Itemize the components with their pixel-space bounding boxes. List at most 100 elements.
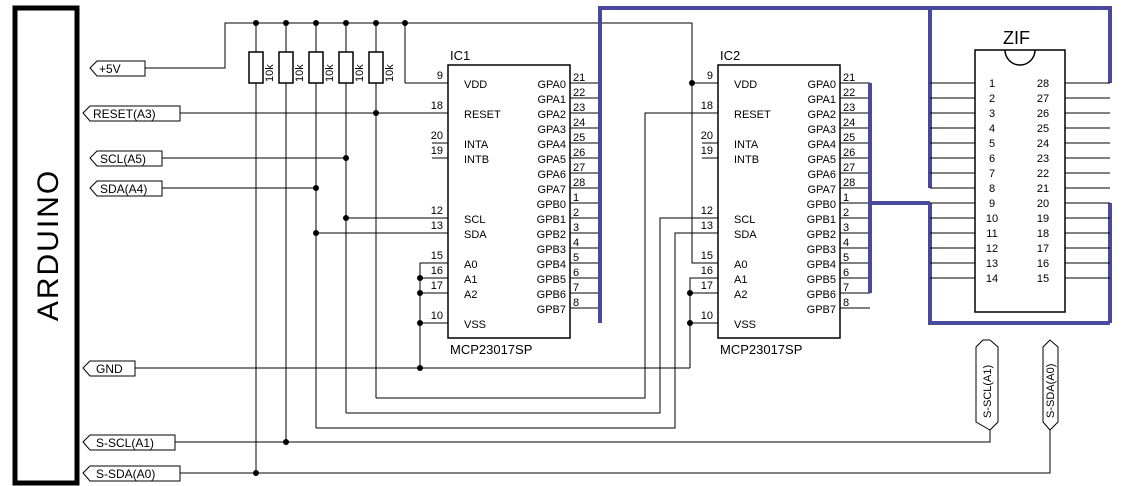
ic2-pin-number: 6 — [843, 267, 849, 279]
svg-text:VSS: VSS — [734, 319, 756, 331]
zif-right-pin-number: 25 — [1037, 123, 1049, 135]
ic2-pin-name: GPA6 — [807, 169, 836, 181]
ic2-part: MCP23017SP — [720, 342, 802, 357]
svg-text:SCL: SCL — [734, 214, 755, 226]
resistor-r1-value: 10k — [264, 64, 276, 82]
zif-left-pin-number: 11 — [986, 228, 997, 240]
ic1-pin-name: GPA2 — [537, 109, 566, 121]
zif-left-pin-number: 8 — [989, 183, 995, 195]
ic1-pin-number: 26 — [573, 147, 585, 159]
port-gnd-label: GND — [96, 362, 123, 376]
zif-right-pin-number: 15 — [1037, 273, 1049, 285]
ic1-pin-number: 3 — [573, 222, 579, 234]
zif-body — [974, 49, 1066, 313]
zif-left-pin-number: 12 — [986, 243, 998, 255]
port-reset: RESET(A3) — [82, 105, 181, 122]
ic2-pin-number: 25 — [843, 132, 855, 144]
svg-text:A0: A0 — [464, 259, 477, 271]
ic2-pin-name: GPB3 — [807, 244, 836, 256]
svg-text:17: 17 — [701, 280, 713, 292]
ic2-pin-name: GPA4 — [807, 139, 836, 151]
zif-notch — [1004, 49, 1036, 66]
svg-text:SCL: SCL — [464, 214, 485, 226]
svg-text:16: 16 — [701, 265, 713, 277]
zif-left-pin-number: 2 — [989, 93, 995, 105]
zif-right-pin-number: 19 — [1037, 213, 1049, 225]
svg-text:10: 10 — [431, 310, 443, 322]
ic1-pin-number: 27 — [573, 162, 585, 174]
ic1-pin-number: 2 — [573, 207, 579, 219]
ic1-pin-name: GPB2 — [537, 229, 566, 241]
ic2-pin-number: 21 — [843, 72, 855, 84]
ic1-pin-name: GPB4 — [537, 259, 566, 271]
ic2: IC2 MCP23017SP 9 VDD 18 RESET 20 INTA 19… — [701, 48, 870, 357]
svg-text:SDA: SDA — [464, 229, 487, 241]
resistor-r2 — [278, 51, 294, 84]
port-sda-label: SDA(A4) — [100, 182, 147, 196]
svg-text:INTA: INTA — [734, 139, 759, 151]
ic2-left-pins: 9 VDD 18 RESET 20 INTA 19 INTB 12 SCL 13… — [701, 70, 771, 331]
port-sscl-label: S-SCL(A1) — [96, 436, 154, 450]
zif-title: ZIF — [1003, 28, 1030, 48]
ic1-pin-number: 28 — [573, 177, 585, 189]
ic2-pin-name: GPA5 — [807, 154, 836, 166]
ic2-pin-number: 2 — [843, 207, 849, 219]
svg-text:20: 20 — [431, 130, 443, 142]
ic2-pin-number: 5 — [843, 252, 849, 264]
ic1-pin-name: GPA7 — [537, 184, 566, 196]
wires — [135, 22, 1051, 474]
ic1-pin-name: GPA5 — [537, 154, 566, 166]
port-scl: SCL(A5) — [89, 150, 163, 167]
ic2-pin-number: 8 — [843, 297, 849, 309]
ic1-body — [447, 64, 571, 339]
resistor-r5-value: 10k — [384, 64, 396, 82]
svg-text:VDD: VDD — [734, 79, 757, 91]
ic2-pin-number: 27 — [843, 162, 855, 174]
port-scl-label: SCL(A5) — [100, 152, 146, 166]
zif-left-pin-number: 5 — [989, 138, 995, 150]
ic2-pin-number: 7 — [843, 282, 849, 294]
ic2-pin-name: GPA1 — [807, 94, 836, 106]
ic1-pin-number: 1 — [573, 192, 579, 204]
svg-text:INTB: INTB — [734, 154, 759, 166]
svg-text:15: 15 — [701, 250, 713, 262]
ic1-ref: IC1 — [450, 48, 470, 63]
ic2-pin-name: GPA3 — [807, 124, 836, 136]
zif-right-pin-number: 24 — [1037, 138, 1049, 150]
ic1-pin-name: GPA6 — [537, 169, 566, 181]
port-5v-label: +5V — [99, 62, 121, 76]
ic1-left-pins: 9 VDD 18 RESET 20 INTA 19 INTB 12 SCL 13… — [431, 70, 501, 331]
zif-right-pin-number: 20 — [1037, 198, 1049, 210]
svg-text:9: 9 — [707, 70, 713, 82]
svg-text:SDA: SDA — [734, 229, 757, 241]
ic1-pin-number: 4 — [573, 237, 579, 249]
zif-right-pin-number: 18 — [1037, 228, 1049, 240]
ic1: IC1 MCP23017SP 9 VDD 18 RESET 20 INTA 19… — [431, 48, 600, 357]
ic2-pin-number: 4 — [843, 237, 849, 249]
ic1-part: MCP23017SP — [450, 342, 532, 357]
ic1-pin-name: GPA0 — [537, 79, 566, 91]
zif-right-pin-number: 16 — [1037, 258, 1049, 270]
ic1-pin-number: 6 — [573, 267, 579, 279]
ic1-pin-number: 8 — [573, 297, 579, 309]
ic2-pin-name: GPB4 — [807, 259, 836, 271]
resistor-r3-value: 10k — [324, 64, 336, 82]
ic2-pin-name: GPB6 — [807, 289, 836, 301]
svg-text:19: 19 — [431, 145, 443, 157]
svg-text:INTA: INTA — [464, 139, 489, 151]
ic1-pin-name: GPA4 — [537, 139, 566, 151]
svg-text:18: 18 — [701, 100, 713, 112]
ic2-pin-name: GPB5 — [807, 274, 836, 286]
port-ssda-label: S-SDA(A0) — [96, 467, 155, 481]
arduino-label: ARDUINO — [32, 169, 65, 321]
ic1-pin-name: GPB3 — [537, 244, 566, 256]
port-sscl-vertical-label: S-SCL(A1) — [982, 365, 994, 418]
zif-left-pin-number: 1 — [989, 78, 995, 90]
zif-right-pin-number: 22 — [1037, 168, 1049, 180]
zif-right-pin-number: 26 — [1037, 108, 1049, 120]
zif-left-pin-number: 10 — [986, 213, 998, 225]
ic2-pin-name: GPB7 — [807, 304, 836, 316]
svg-text:RESET: RESET — [464, 109, 501, 121]
ic2-pin-number: 26 — [843, 147, 855, 159]
svg-text:13: 13 — [701, 220, 713, 232]
